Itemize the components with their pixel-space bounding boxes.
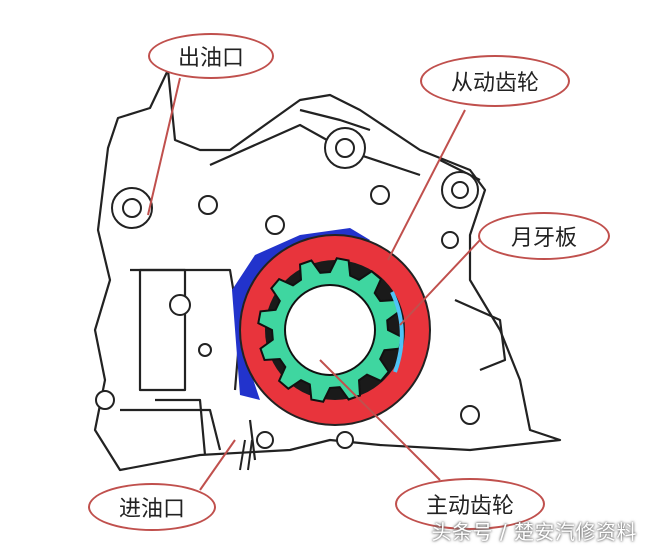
drive-gear-callout: 主动齿轮 <box>395 478 545 530</box>
drive-gear <box>257 257 403 403</box>
driven-gear-label: 从动齿轮 <box>450 71 539 96</box>
outlet-callout: 出油口 <box>148 33 274 79</box>
inlet-pipe <box>239 439 253 471</box>
driven-gear-callout: 从动齿轮 <box>420 55 570 107</box>
inlet-label: 进油口 <box>118 497 185 522</box>
crescent-plate <box>390 291 404 373</box>
leader-lines <box>147 77 481 491</box>
watermark: 头条号 / 楚安汽修资料 <box>431 520 637 544</box>
outlet-label: 出油口 <box>177 46 244 71</box>
mounting-bolts <box>95 127 480 449</box>
crescent-label: 月牙板 <box>510 226 577 251</box>
pump-housing <box>93 68 562 472</box>
crescent-callout: 月牙板 <box>478 212 610 260</box>
drive-gear-label: 主动齿轮 <box>425 494 514 519</box>
inlet-callout: 进油口 <box>88 483 216 531</box>
